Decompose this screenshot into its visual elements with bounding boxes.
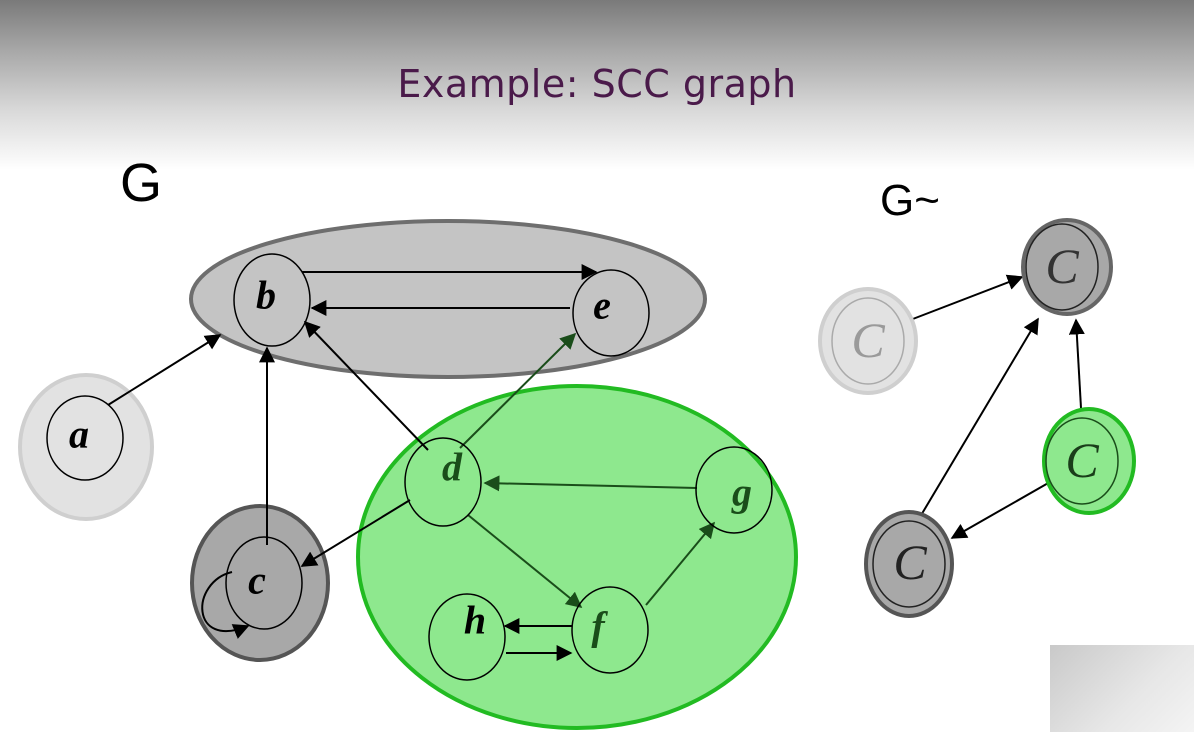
svg-text:g: g [731,470,752,515]
condensed-node-top: C [1021,218,1113,316]
svg-text:e: e [593,283,611,328]
svg-text:C: C [1065,432,1099,488]
edges-g-tilde [904,274,1085,539]
svg-text:C: C [893,534,927,590]
edge-f-g [645,521,716,606]
node-b: b [233,253,311,347]
condensed-node-light: C [818,287,918,395]
scc-region-dfgh [356,384,798,730]
svg-text:a: a [69,412,89,457]
condensed-node-green: C [1042,407,1136,515]
node-g: g [695,446,773,534]
graph-g-label: G [120,153,163,213]
svg-text:b: b [256,273,276,318]
cedge-dark-top [916,317,1039,523]
edges-g [107,264,716,661]
svg-text:C: C [1045,238,1079,294]
title-band [0,0,1194,170]
edge-d-c [300,499,411,567]
cedge-green-top [1068,318,1085,409]
scc-region-c [190,504,330,662]
svg-text:d: d [442,445,463,490]
edge-d-b [303,320,429,451]
edge-c-c-loop [201,571,250,639]
graph-g-tilde-label: G~ [880,176,940,225]
node-f: f [571,586,649,674]
node-h: h [428,593,506,681]
condensed-node-dark: C [864,510,954,618]
edge-g-d [483,475,698,492]
svg-text:C: C [851,312,885,368]
slide-title: Example: SCC graph [397,62,797,106]
node-a: a [46,395,124,481]
edge-d-f [467,514,583,609]
node-d: d [404,437,482,527]
svg-text:c: c [248,558,266,603]
cedge-green-dark [950,481,1051,539]
scc-region-a [18,373,154,521]
video-thumbnail [1050,645,1194,732]
cedge-light-top [904,274,1024,323]
node-c: c [225,536,303,630]
edge-d-e [459,332,577,449]
svg-text:h: h [464,598,486,643]
node-e: e [572,269,650,357]
svg-text:f: f [591,604,608,649]
edge-a-b [107,334,222,406]
